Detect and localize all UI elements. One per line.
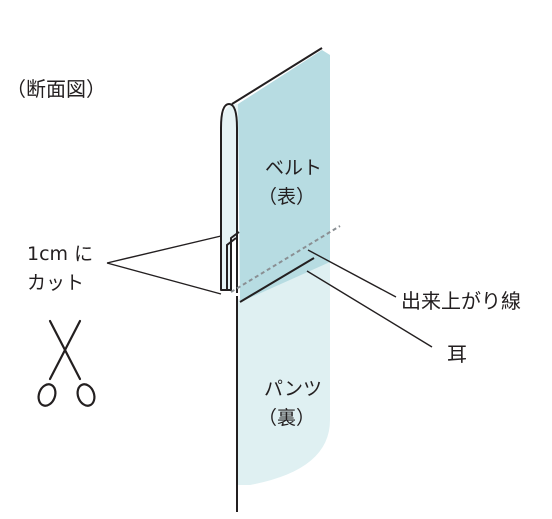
finish-line-label: 出来上がり線	[401, 289, 521, 313]
section-view-label: （断面図）	[6, 77, 106, 101]
belt-bottom-edge	[239, 257, 315, 303]
scissors-icon	[37, 319, 96, 407]
pants-side-label: （裏）	[258, 407, 315, 429]
selvage-leader-line	[306, 270, 433, 348]
finish-leader-line	[307, 249, 397, 298]
seam-allowance	[222, 104, 238, 290]
pants-fabric	[237, 262, 330, 485]
cut-leader-line-upper	[106, 235, 222, 264]
belt-fabric	[238, 50, 330, 300]
cut-leader-line-lower	[106, 262, 222, 295]
inner-fold-line	[226, 237, 237, 290]
belt-fold-outline	[220, 103, 240, 293]
belt-top-edge	[231, 47, 323, 105]
finish-line-dashed	[230, 225, 341, 293]
cut-label-line2: カット	[27, 272, 84, 294]
pants-label: パンツ	[264, 378, 322, 400]
belt-label: ベルト	[265, 157, 322, 179]
selvage-label: 耳	[447, 342, 467, 366]
cut-label-line1: 1cm に	[27, 243, 93, 265]
belt-side-label: （表）	[258, 186, 315, 208]
